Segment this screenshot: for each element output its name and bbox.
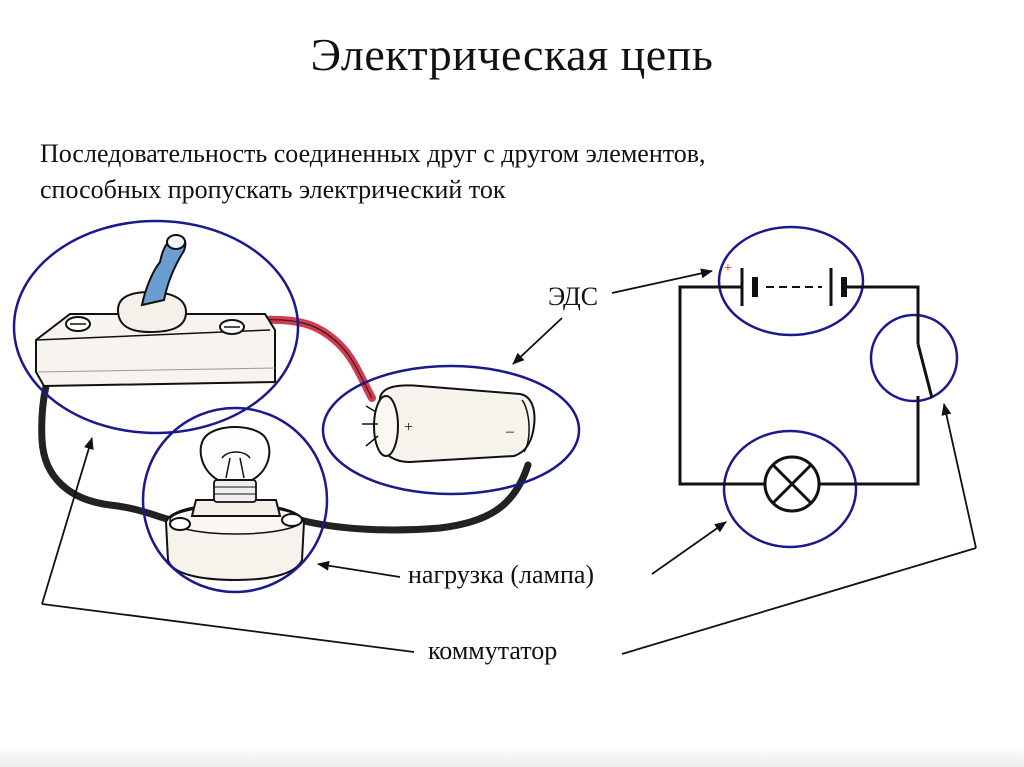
slide-title: Электрическая цепь (310, 29, 714, 80)
arrow-emf-to-schematic (611, 268, 713, 294)
lamp-symbol (763, 455, 821, 513)
lamp-highlight-circle (141, 406, 329, 594)
switch-label: коммутатор (428, 636, 558, 665)
battery-plus-sign: + (404, 419, 413, 436)
schematic-plus-sign: + (724, 261, 732, 276)
circuit-schematic (678, 268, 934, 513)
definition-text: Последовательность соединенных друг с др… (40, 136, 940, 208)
battery-highlight-circle (321, 364, 581, 496)
arrow-load-to-schematic (651, 521, 727, 575)
arrow-switch-right-line (621, 547, 977, 655)
slide-bottom-shadow (0, 745, 1024, 767)
arrow-switch-up-left (41, 437, 94, 605)
arrow-load-to-lamp (317, 560, 401, 578)
load-label: нагрузка (лампа) (408, 560, 595, 589)
battery-drawing: + – (362, 384, 536, 464)
lamp-drawing (164, 426, 306, 582)
arrow-switch-up-right (941, 403, 977, 549)
schematic-load-circle (722, 429, 858, 549)
switch-highlight-circle (12, 219, 300, 435)
schematic-switch-circle (869, 313, 959, 403)
definition-line-2: способных пропускать электрический ток (40, 175, 506, 204)
wire-lamp-to-battery (296, 461, 532, 534)
schematic-emf-circle (717, 225, 865, 337)
arrow-switch-bottom-line (41, 603, 415, 653)
physical-circuit-drawing: + – (35, 234, 536, 582)
arrow-emf-to-battery (512, 317, 563, 365)
pointer-arrows (41, 268, 977, 655)
switch-drawing (35, 234, 276, 388)
battery-minus-sign: – (505, 423, 515, 440)
highlight-circles (12, 219, 959, 594)
emf-label: ЭДС (548, 282, 599, 311)
definition-line-1: Последовательность соединенных друг с др… (40, 139, 706, 168)
